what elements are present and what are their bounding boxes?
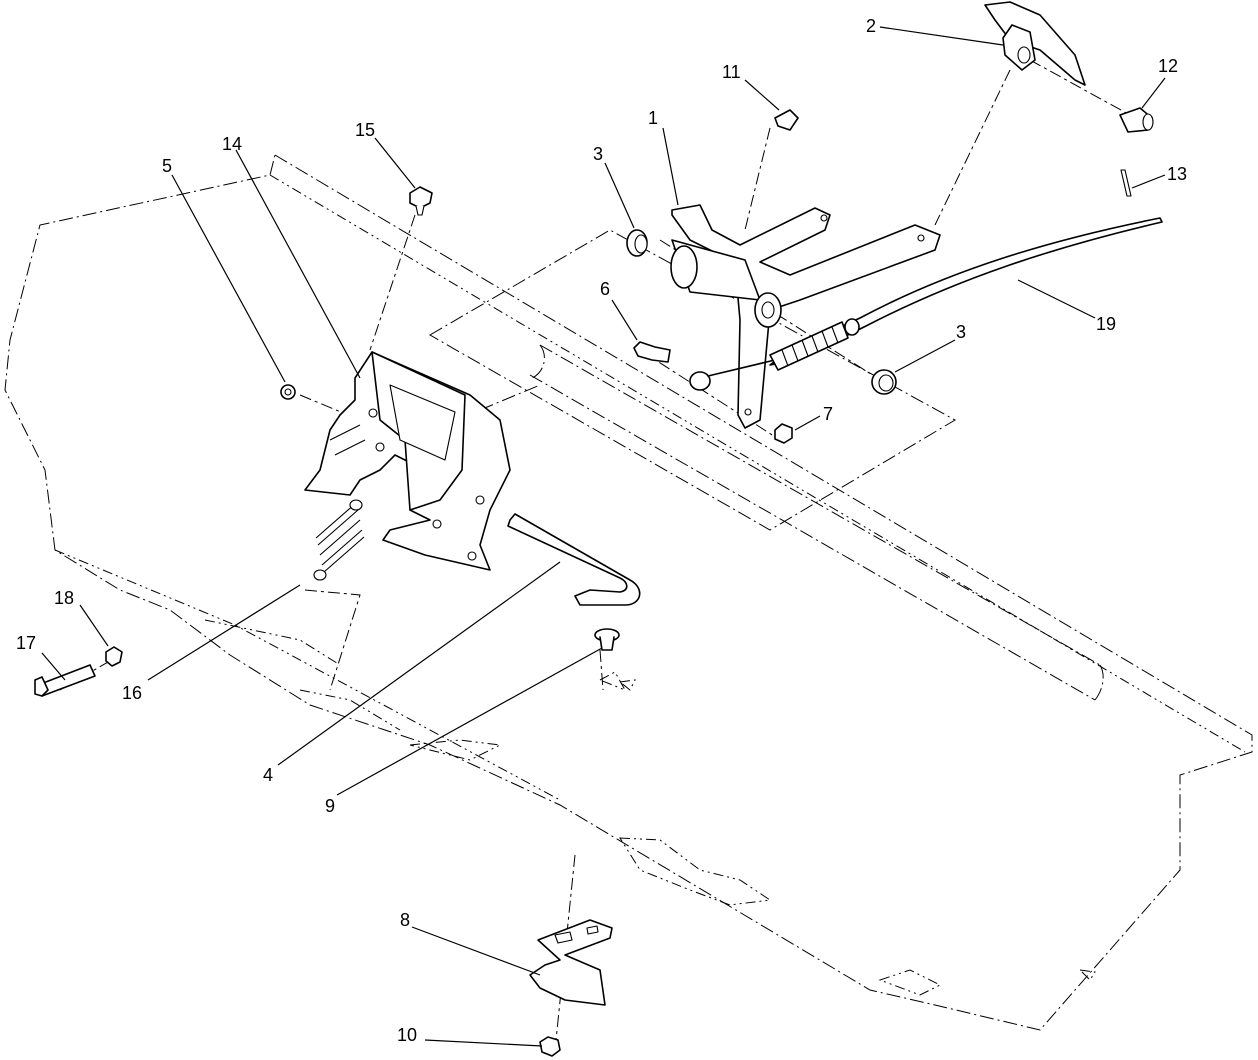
callout-7: 7 xyxy=(823,404,833,424)
bushing-part-3b xyxy=(871,369,897,395)
bolt-part-15 xyxy=(409,186,433,216)
bracket-part-8 xyxy=(529,919,613,1006)
pedal-lever-part-1 xyxy=(670,204,941,429)
callout-18: 18 xyxy=(54,588,74,608)
callout-labels: 1 2 3 3 4 5 6 7 8 9 10 11 12 13 14 15 16… xyxy=(16,16,1187,1045)
callout-5: 5 xyxy=(162,156,172,176)
callout-19: 19 xyxy=(1096,314,1116,334)
callout-2: 2 xyxy=(866,16,876,36)
cotter-pin-part-13 xyxy=(1120,169,1132,197)
bolt-part-17 xyxy=(34,664,96,697)
callout-10: 10 xyxy=(397,1025,417,1045)
grease-fitting-part-11 xyxy=(774,109,799,131)
callout-12: 12 xyxy=(1158,56,1178,76)
callout-6: 6 xyxy=(600,279,610,299)
callout-4: 4 xyxy=(263,765,273,785)
bushing-part-3a xyxy=(626,229,648,257)
callout-15: 15 xyxy=(355,120,375,140)
frame-outline xyxy=(4,154,1253,1031)
pedal-pad-part-2 xyxy=(984,1,1086,86)
callout-14: 14 xyxy=(222,134,242,154)
callout-3a: 3 xyxy=(593,144,603,164)
spring-part-16 xyxy=(313,499,365,581)
callout-17: 17 xyxy=(16,633,36,653)
callout-1: 1 xyxy=(648,108,658,128)
nut-part-10 xyxy=(539,1036,561,1057)
rod-part-4 xyxy=(507,513,641,606)
clip-part-5 xyxy=(280,384,296,400)
shoulder-bolt-part-6 xyxy=(633,341,671,363)
callout-8: 8 xyxy=(400,910,410,930)
callout-3b: 3 xyxy=(956,322,966,342)
cable-part-19 xyxy=(769,217,1163,371)
clevis-pin-part-12 xyxy=(1119,107,1154,133)
callout-13: 13 xyxy=(1167,164,1187,184)
nut-part-7 xyxy=(774,423,793,444)
carriage-bolt-part-9 xyxy=(594,628,620,651)
leader-lines xyxy=(41,26,1166,1047)
bracket-part-14 xyxy=(304,351,511,571)
washer-part-18 xyxy=(105,646,123,667)
callout-16: 16 xyxy=(122,683,142,703)
callout-9: 9 xyxy=(325,796,335,816)
callout-11: 11 xyxy=(722,62,741,82)
cable-end-clevis xyxy=(689,359,776,391)
assembly-axes xyxy=(59,59,1131,1051)
